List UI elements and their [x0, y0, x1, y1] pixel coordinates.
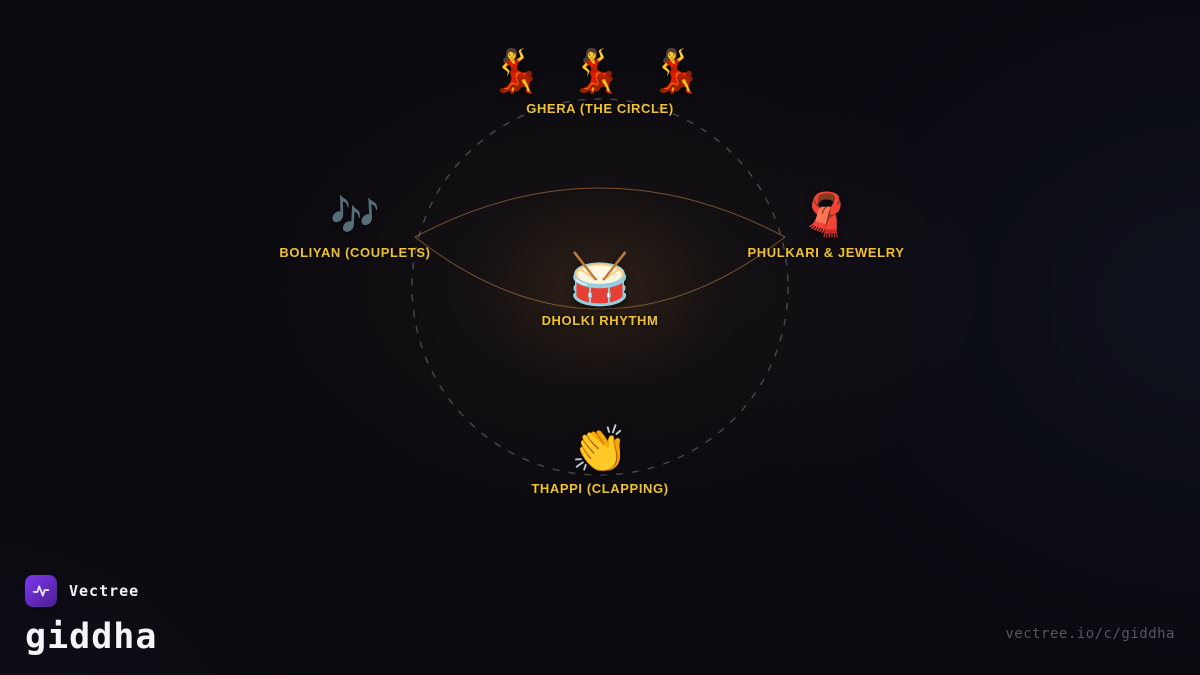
- vectree-logo: [25, 575, 57, 607]
- page-title: giddha: [25, 617, 158, 657]
- node-phulkari: 🧣 PHULKARI & JEWELRY: [747, 191, 905, 261]
- footer-url: vectree.io/c/giddha: [1005, 626, 1175, 642]
- node-ghera: 💃 💃 💃 GHERA (THE CIRCLE): [489, 47, 711, 117]
- node-phulkari-label: PHULKARI & JEWELRY: [747, 245, 905, 260]
- node-boliyan-label: BOLIYAN (COUPLETS): [279, 245, 431, 260]
- brand-name: Vectree: [69, 582, 140, 600]
- clapping-hands-icon: 👏: [571, 423, 629, 475]
- footer: Vectree giddha: [25, 575, 157, 657]
- node-thappi-label: THAPPI (CLAPPING): [531, 481, 669, 496]
- scarf-icon: 🧣: [799, 191, 853, 238]
- node-boliyan: 🎶 BOLIYAN (COUPLETS): [279, 196, 430, 260]
- node-dholki-label: DHOLKI RHYTHM: [541, 313, 659, 328]
- dashed-circle: [411, 98, 789, 476]
- music-notes-icon: 🎶: [330, 194, 380, 238]
- pulse-icon: [32, 585, 50, 597]
- lens-curve-bottom: [414, 236, 786, 310]
- brand-row: Vectree: [25, 575, 157, 607]
- node-ghera-label: GHERA (THE CIRCLE): [526, 101, 674, 116]
- dancers-icon: 💃 💃 💃: [489, 47, 711, 94]
- node-dholki: 🥁 DHOLKI RHYTHM: [542, 254, 659, 328]
- drum-icon: 🥁: [568, 251, 632, 307]
- lens-curve-top: [414, 187, 786, 238]
- node-thappi: 👏 THAPPI (CLAPPING): [531, 426, 668, 496]
